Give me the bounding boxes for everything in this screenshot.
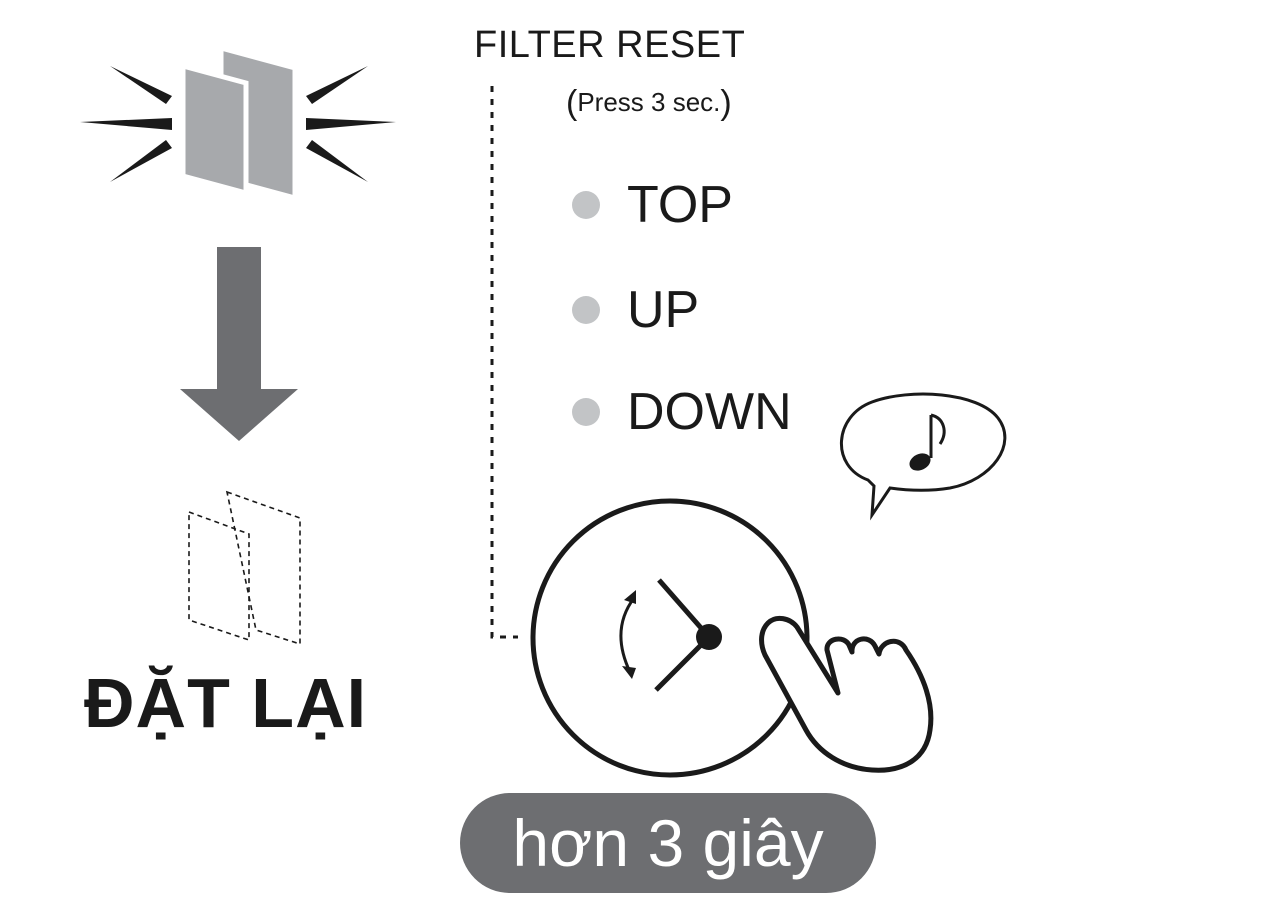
option-up: UP bbox=[572, 282, 699, 338]
indicator-dot-top bbox=[572, 191, 600, 219]
press-note-text: Press 3 sec. bbox=[577, 87, 721, 117]
music-note-bubble-icon bbox=[840, 392, 1007, 521]
press-duration-note: (Press 3 sec.) bbox=[566, 84, 732, 122]
indicator-dot-down bbox=[572, 398, 600, 426]
option-top: TOP bbox=[572, 177, 733, 233]
option-top-label: TOP bbox=[627, 176, 733, 234]
option-down-label: DOWN bbox=[627, 383, 792, 441]
dotted-connector bbox=[490, 86, 518, 639]
filter-reset-title: FILTER RESET bbox=[474, 24, 746, 66]
down-arrow-icon bbox=[180, 247, 298, 441]
indicator-dot-up bbox=[572, 296, 600, 324]
option-up-label: UP bbox=[627, 281, 700, 339]
duration-pill: hơn 3 giây bbox=[460, 793, 876, 893]
option-down: DOWN bbox=[572, 384, 792, 440]
reset-label: ĐẶT LẠI bbox=[84, 664, 368, 742]
filter-dashed-icon bbox=[188, 490, 301, 646]
filter-blinking-icon bbox=[80, 44, 396, 202]
pointing-hand-icon bbox=[759, 615, 934, 773]
blink-rays bbox=[80, 66, 396, 182]
clock-button-icon bbox=[530, 498, 810, 778]
